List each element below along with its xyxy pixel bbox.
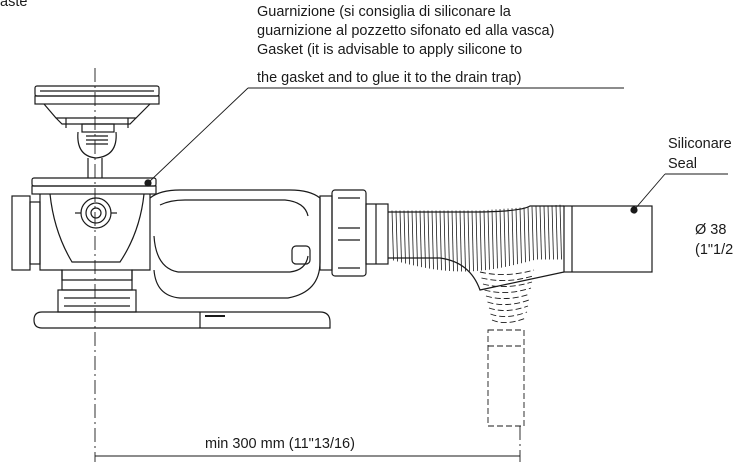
gasket-label-it-1: Guarnizione (si consiglia di siliconare … [257, 4, 511, 20]
gasket-label-en-1: Gasket (it is advisable to apply silicon… [257, 42, 523, 58]
seal-leader-d [634, 173, 666, 210]
flexible-hose [388, 204, 565, 291]
gasket-leader-d [148, 87, 249, 183]
seal-label-it: Siliconare [668, 136, 732, 152]
siphon-loop [149, 189, 321, 299]
corner-fragment-label: aste [0, 0, 28, 10]
waste-plug [34, 85, 160, 178]
side-outlet [11, 195, 41, 271]
gasket-label-it-2: guarnizione al pozzetto sifonato ed alla… [257, 23, 555, 39]
end-cuff [563, 205, 653, 273]
diameter-inch-label: (1"1/2 [695, 242, 734, 258]
min-distance-label: min 300 mm (11"13/16) [205, 436, 355, 452]
seal-label-en: Seal [668, 156, 698, 172]
trap-body [39, 193, 151, 313]
gasket-label-en-2: the gasket and to glue it to the drain t… [257, 70, 522, 86]
diameter-label: Ø 38 [695, 222, 727, 238]
hose-alternative-dashed [479, 269, 535, 427]
gasket-flange [31, 177, 157, 195]
base-plate [33, 311, 331, 329]
union-nut [319, 189, 389, 277]
